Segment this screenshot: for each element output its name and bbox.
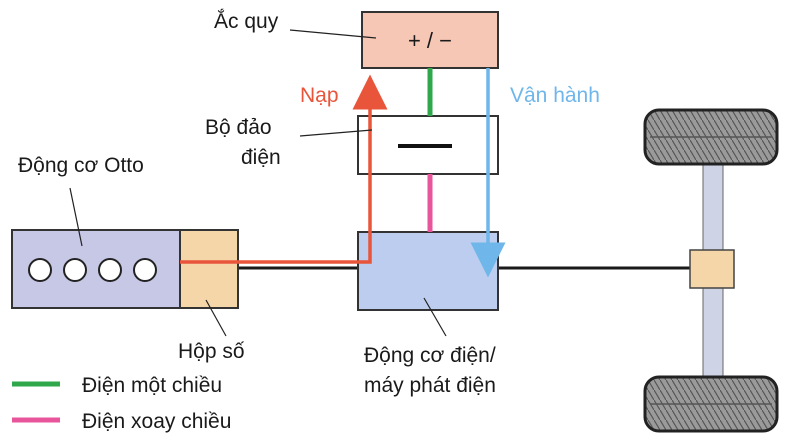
motor-label-line2: máy phát điện xyxy=(364,374,496,397)
wheel-top xyxy=(643,108,779,166)
gearbox-block xyxy=(179,229,239,309)
gearbox-label: Hộp số xyxy=(178,340,245,363)
leader-gearbox xyxy=(205,299,227,337)
motor-generator-block xyxy=(357,231,499,311)
wheel-bottom xyxy=(643,375,779,433)
battery-label: Ắc quy xyxy=(214,9,279,33)
inverter-label-line1: Bộ đảo xyxy=(205,116,272,139)
inverter-label-line2: điện xyxy=(241,146,281,169)
legend-ac-label: Điện xoay chiều xyxy=(82,410,231,433)
charge-arrow xyxy=(180,74,388,264)
engine-cylinders xyxy=(28,258,157,282)
leader-motor xyxy=(423,297,447,337)
differential xyxy=(689,249,735,289)
charge-label: Nạp xyxy=(300,84,339,107)
leader-inverter xyxy=(299,129,373,137)
legend-dc-label: Điện một chiều xyxy=(82,374,222,397)
battery-symbol: + / − xyxy=(408,28,452,53)
otto-engine-label: Động cơ Otto xyxy=(18,154,144,177)
operate-label: Vận hành xyxy=(510,84,600,107)
leader-engine xyxy=(69,187,83,247)
leader-battery xyxy=(289,29,377,39)
legend: Điện một chiều Điện xoay chiều xyxy=(12,374,231,433)
motor-label-line1: Động cơ điện/ xyxy=(364,344,496,367)
